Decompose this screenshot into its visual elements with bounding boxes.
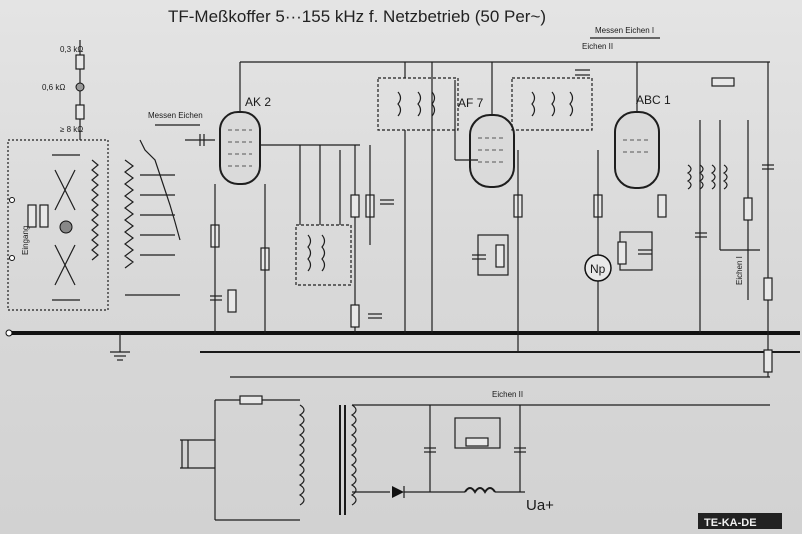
tube-af7 [469,114,515,188]
diagram-title: TF-Meßkoffer 5···155 kHz f. Netzbetrieb … [168,7,546,26]
range-switch [124,139,181,296]
supply-label: Ua+ [526,497,554,514]
ground-symbol [110,333,130,361]
resistor-r10 [657,194,667,218]
tube-abc1 [614,111,660,189]
neon-lamp [584,254,612,282]
tube-abc1-label: ABC 1 [636,93,671,107]
resistor-r11 [763,277,773,301]
resistor-r7 [495,244,505,268]
att-label-2: 0,6 kΩ [42,83,65,92]
lamp-label: Np [590,262,606,276]
if-filter-2 [511,77,593,131]
resistor-r2 [227,289,237,313]
switch-label-right: Messen Eichen I [595,26,654,35]
tube-af7-label: AF 7 [458,96,484,110]
resistor-r6 [350,304,360,328]
eichen-ii-bottom-label: Eichen II [492,390,523,399]
switch-left [155,124,215,146]
if-filter-1 [377,77,459,131]
logo-text: TE-KA-DE [704,517,757,529]
resistor-r12 [763,349,773,373]
eichen-i-label: Eichen I [735,256,744,285]
input-label: Eingang [21,226,30,255]
tekade-logo [698,513,782,529]
ground-terminal [5,329,13,337]
attenuator [75,40,85,140]
tube-ak2 [219,111,261,185]
resistor-r4 [350,194,360,218]
power-supply [180,395,770,521]
output-coils [686,77,760,333]
att-label-3: ≥ 8 kΩ [60,125,83,134]
tube-ak2-label: AK 2 [245,95,271,109]
tube-ak2-grids [228,62,360,167]
switch-label-eichen-ii-top: Eichen II [582,42,613,51]
input-network [7,139,109,311]
osc-coil-box [295,224,352,286]
switch-label-left: Messen Eichen [148,111,203,120]
att-label-1: 0,3 kΩ [60,45,83,54]
